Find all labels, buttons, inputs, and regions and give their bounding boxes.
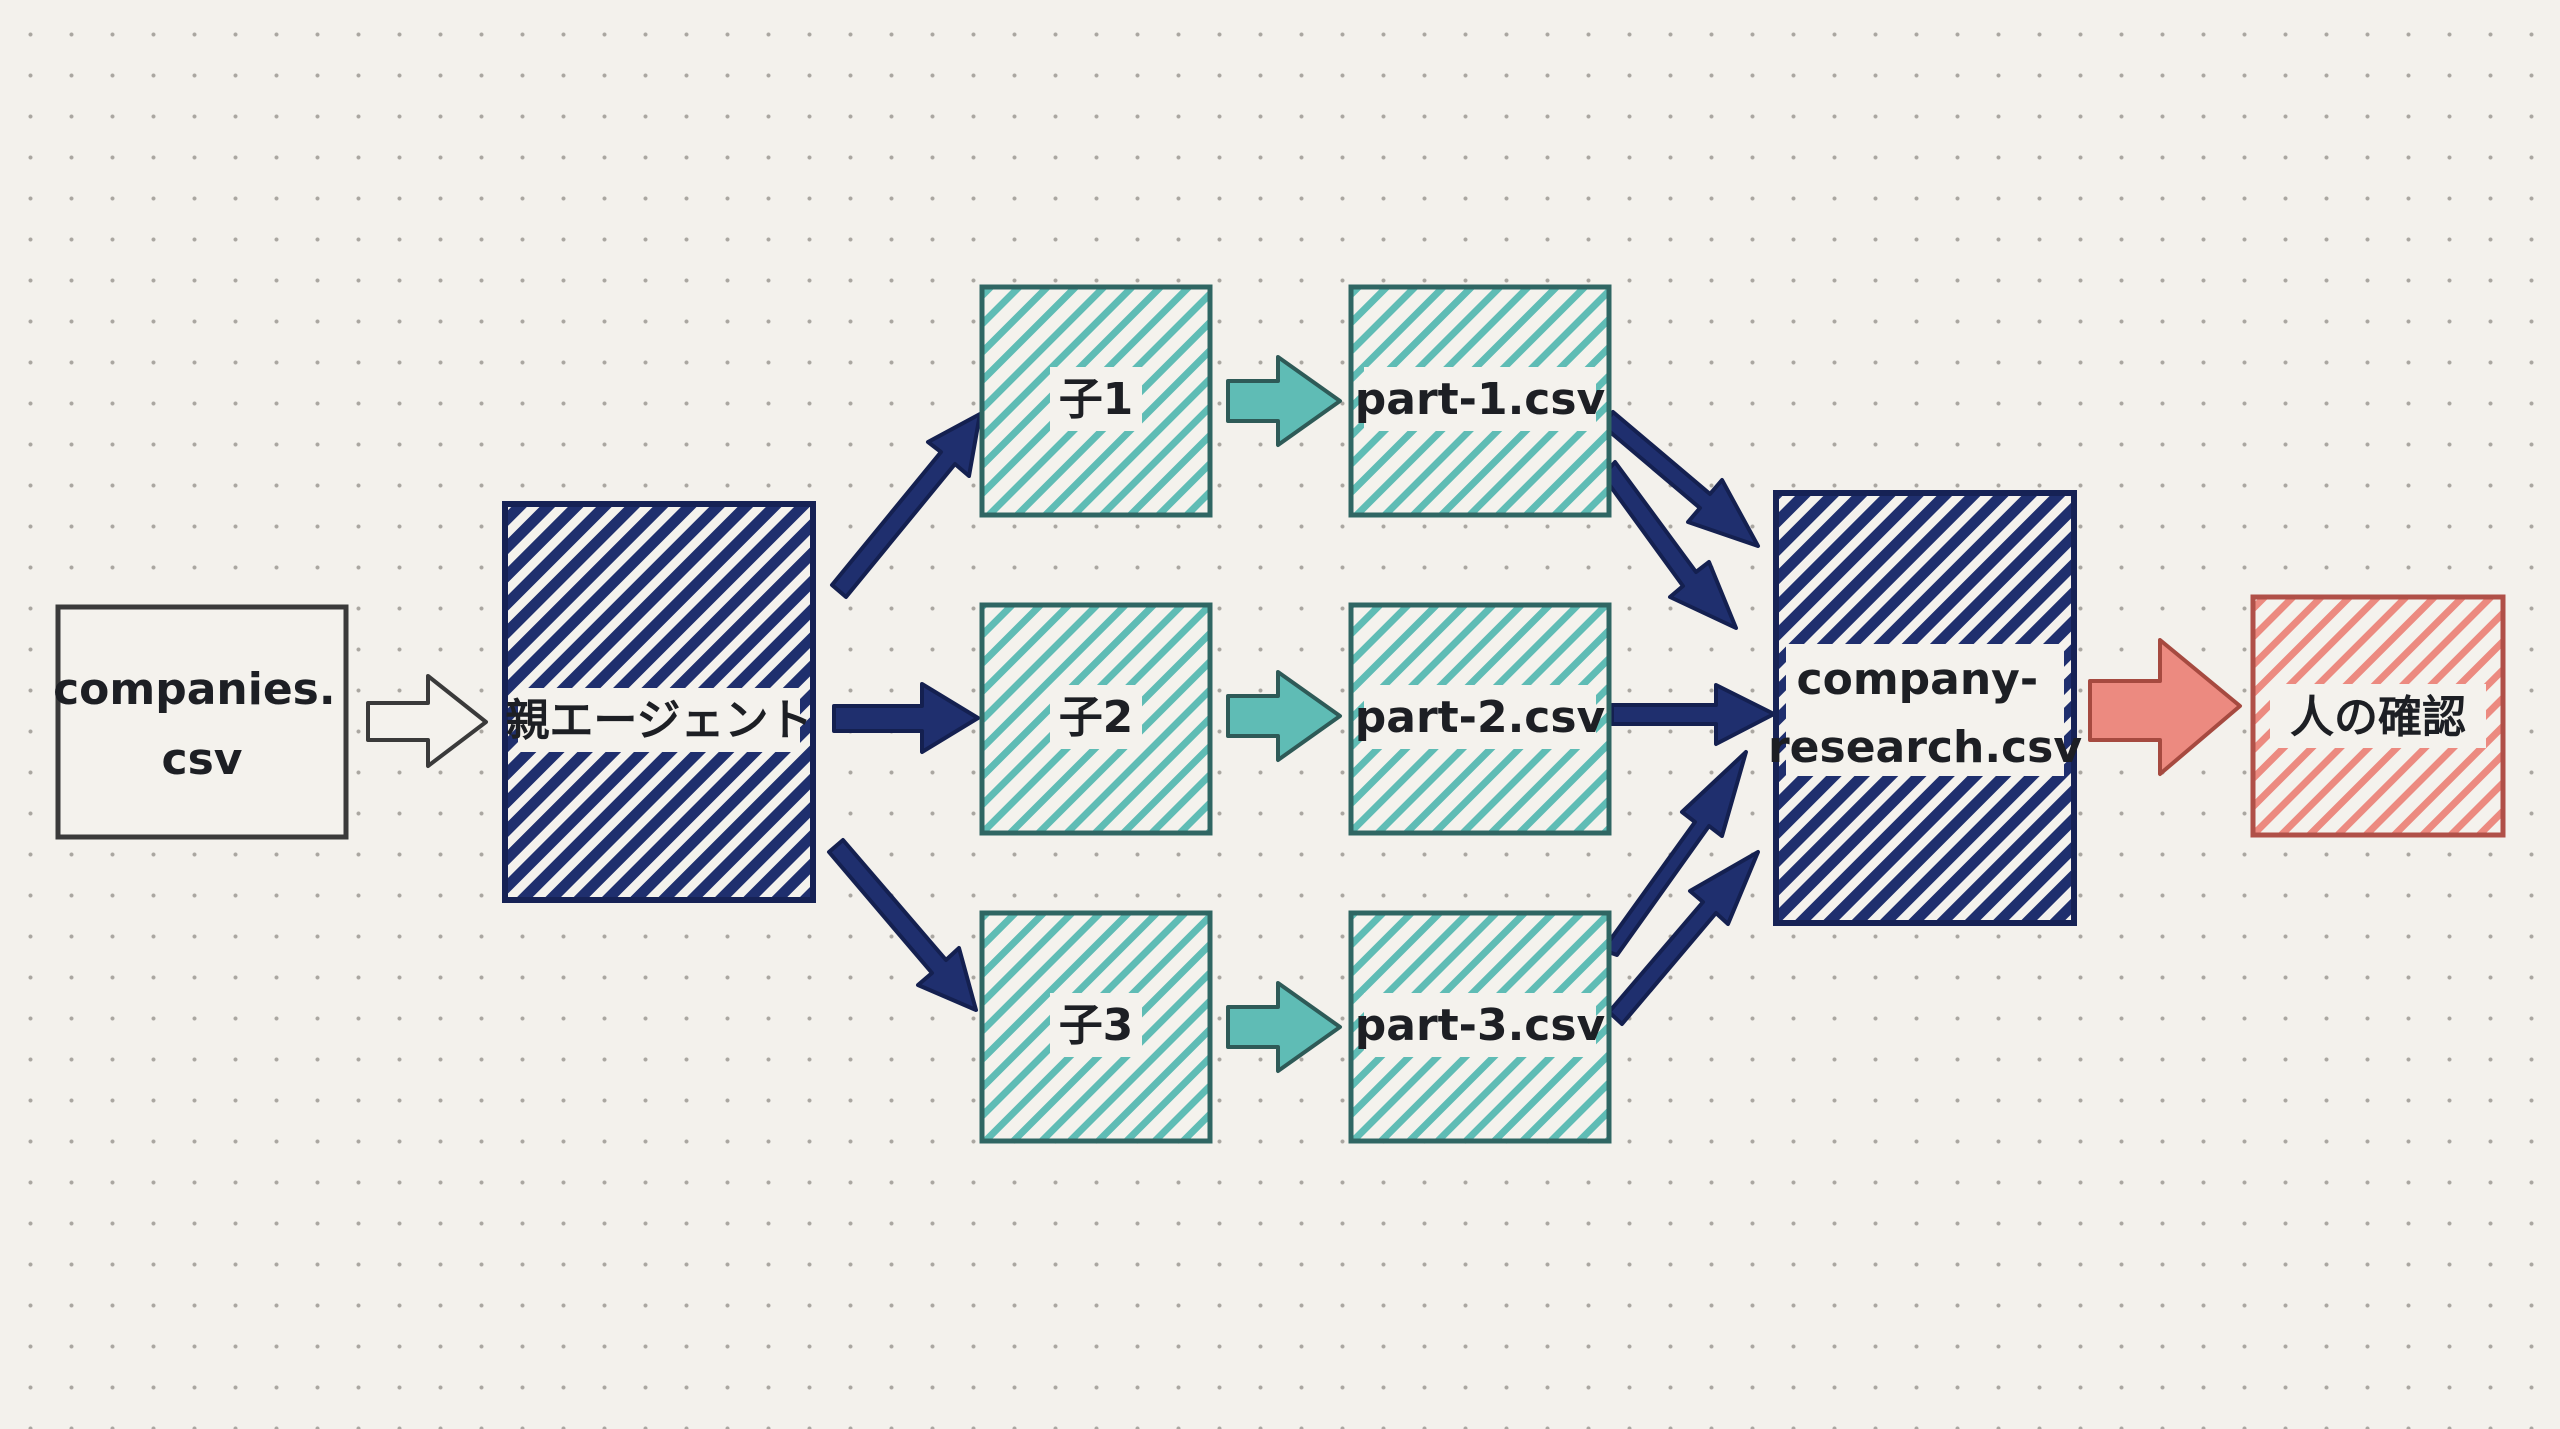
node-child2-label: 子2	[1059, 692, 1134, 743]
label-bg-child3	[1050, 993, 1142, 1057]
node-child1-label: 子1	[1059, 374, 1134, 425]
label-bg-child2	[1050, 685, 1142, 749]
label-bg-merged	[1786, 644, 2064, 776]
node-part3-label: part-3.csv	[1355, 1000, 1606, 1051]
node-input-line-2: csv	[162, 734, 243, 785]
label-bg-part2	[1364, 685, 1596, 749]
node-merged-line-1: company-	[1797, 654, 2039, 705]
arrow-part3-to-merged-b	[1607, 850, 1760, 1026]
node-part1-label: part-1.csv	[1355, 374, 1606, 425]
node-merged-label: company- research.csv	[1768, 654, 2082, 773]
node-parent-label: 親エージェント	[505, 695, 812, 746]
arrow-parent-to-child3	[827, 838, 978, 1012]
node-child3-label: 子3	[1059, 1000, 1134, 1051]
node-input-box	[55, 604, 349, 840]
label-bg-part1	[1364, 367, 1596, 431]
node-review-label: 人の確認	[2290, 692, 2466, 743]
node-input-line-1: companies.	[53, 664, 336, 715]
arrow-parent-to-child1	[830, 412, 982, 599]
label-bg-parent	[518, 688, 800, 752]
arrow-child1-to-part1	[1226, 355, 1342, 447]
arrow-child2-to-part2	[1226, 670, 1342, 762]
arrow-part1-to-merged-b	[1601, 460, 1738, 630]
arrow-parent-to-child2	[832, 682, 980, 754]
arrow-input-to-parent	[366, 674, 488, 768]
arrow-child3-to-part3	[1226, 981, 1342, 1073]
node-part2-label: part-2.csv	[1355, 692, 1606, 743]
node-merged-line-2: research.csv	[1768, 722, 2082, 773]
label-bg-child1	[1050, 367, 1142, 431]
arrow-merged-to-review	[2088, 638, 2242, 776]
arrow-part3-to-merged-a	[1601, 750, 1748, 957]
label-bg-part3	[1364, 993, 1596, 1057]
node-input-label: companies. csv	[53, 664, 351, 785]
label-bg-review	[2270, 684, 2486, 748]
arrow-part1-to-merged-a	[1601, 410, 1760, 548]
arrow-part2-to-merged	[1610, 683, 1776, 746]
